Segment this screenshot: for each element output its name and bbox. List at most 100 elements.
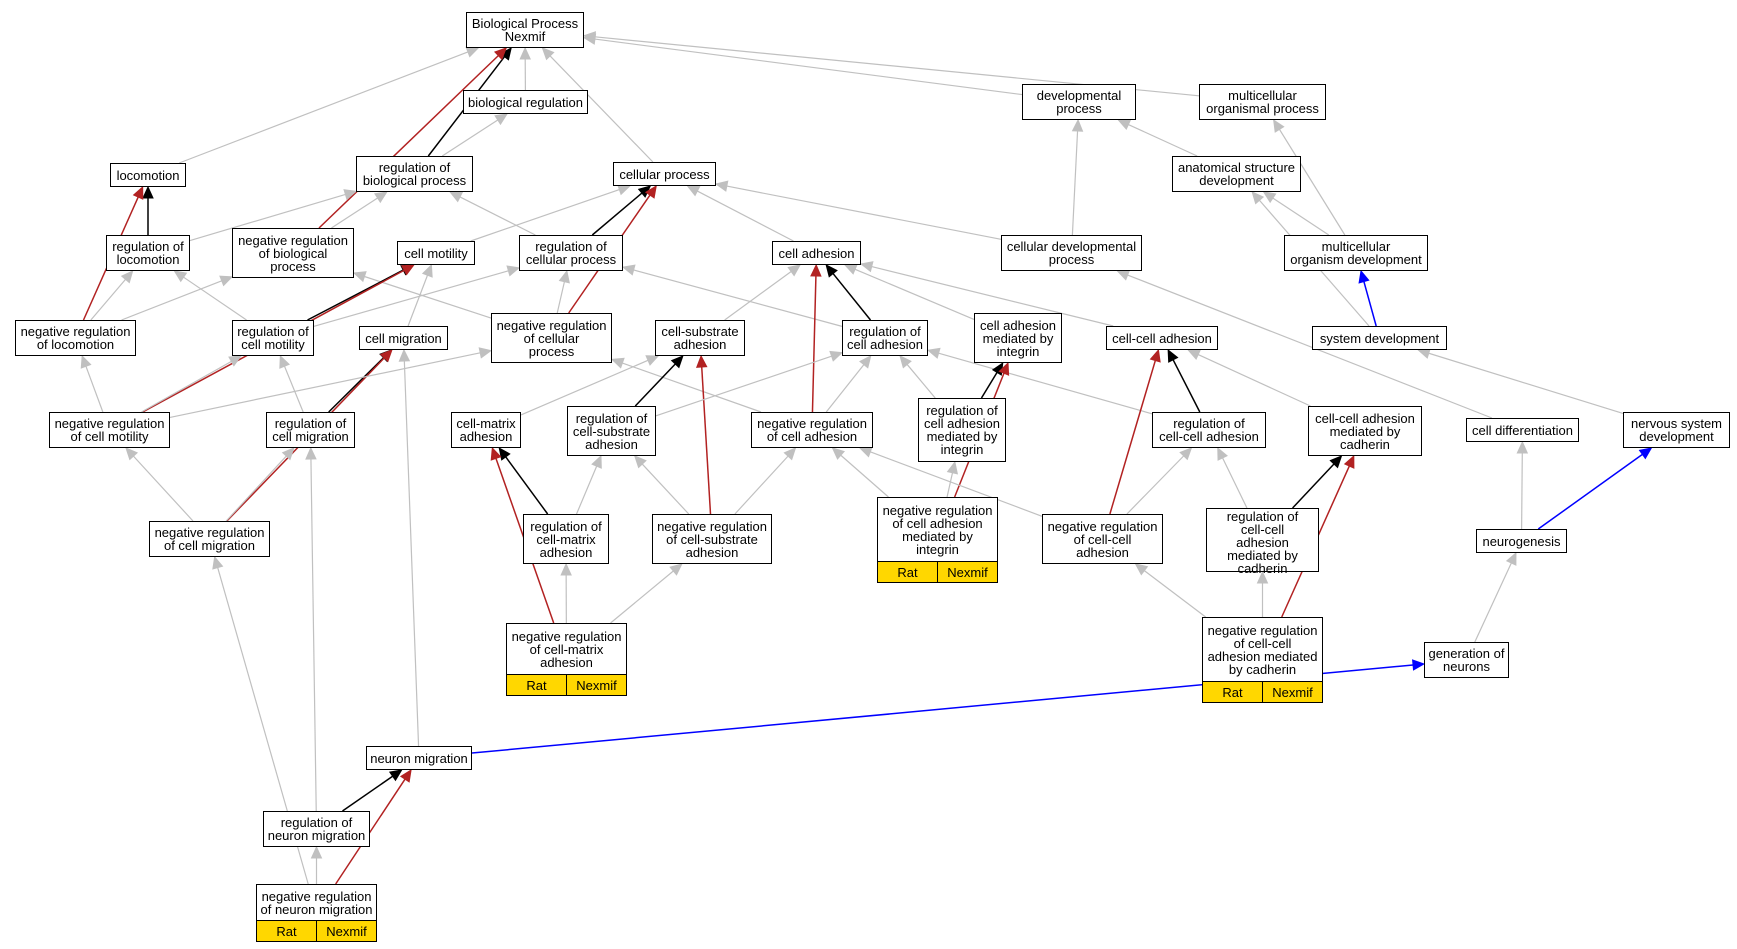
edge-line [520, 359, 649, 416]
edge-line [407, 275, 429, 327]
gene-cell[interactable]: Nexmif [316, 921, 376, 941]
edge-line [169, 352, 481, 418]
edge-line [633, 269, 843, 327]
edge-arrowhead [379, 349, 393, 363]
edge-locomotion-to-bp [178, 46, 480, 164]
edge-arrowhead [787, 264, 802, 277]
edge-line [1126, 455, 1185, 515]
edge-regcelladh-to-regcellproc [621, 264, 843, 327]
node-cell-differentiation[interactable]: cell differentiation [1466, 418, 1579, 442]
node-regulation-of-cell-substrate-adhesion[interactable]: regulation of cell-substrate adhesion [567, 406, 656, 456]
edge-arrowhead [843, 264, 858, 275]
node-negative-regulation-of-locomotion[interactable]: negative regulation of locomotion [15, 320, 136, 356]
node-label: cellular developmental process [1006, 239, 1137, 267]
node-system-development[interactable]: system development [1312, 326, 1447, 350]
node-negative-regulation-of-cell-motility[interactable]: negative regulation of cell motility [49, 412, 170, 448]
node-negative-regulation-of-cell-cell-adhesion[interactable]: negative regulation of cell-cell adhesio… [1042, 514, 1163, 564]
node-label: regulation of cell-cell adhesion [1159, 416, 1259, 444]
node-regulation-of-biological-process[interactable]: regulation of biological process [356, 156, 473, 192]
node-neuron-migration[interactable]: neuron migration [366, 746, 472, 770]
edge-line [90, 278, 126, 321]
edge-nervdev-to-sysdev [1417, 347, 1624, 415]
annotation-row: Rat Nexmif [507, 674, 626, 695]
node-cell-matrix-adhesion[interactable]: cell-matrix adhesion [451, 412, 521, 448]
node-negative-regulation-of-cell-substrate-adhesion[interactable]: negative regulation of cell-substrate ad… [652, 514, 772, 564]
node-regulation-of-cell-matrix-adhesion[interactable]: regulation of cell-matrix adhesion [523, 514, 609, 564]
node-regulation-of-cell-motility[interactable]: regulation of cell motility [232, 320, 314, 356]
edge-negregcellcelladh-to-negregcelladh [858, 446, 1043, 517]
node-multicellular-organismal-process[interactable]: multicellular organismal process [1199, 84, 1326, 120]
edge-arrowhead [132, 185, 144, 200]
edge-arrowhead [558, 269, 570, 284]
edge-line [726, 185, 1002, 240]
edge-line [591, 192, 643, 236]
node-regulation-of-cell-cell-adhesion-mediated-by-cadherin[interactable]: regulation of cell-cell adhesion mediate… [1206, 508, 1319, 575]
node-label: negative regulation of cell adhesion med… [882, 502, 993, 557]
node-negative-regulation-of-cell-migration[interactable]: negative regulation of cell migration [149, 521, 270, 557]
node-developmental-process[interactable]: developmental process [1022, 84, 1136, 120]
edge-neurogenesis-to-celldiff [1516, 440, 1529, 530]
node-regulation-of-cell-migration[interactable]: regulation of cell migration [266, 412, 355, 448]
node-cellular-process[interactable]: cellular process [613, 162, 716, 186]
node-regulation-of-cell-adhesion-mediated-by-integrin[interactable]: regulation of cell adhesion mediated by … [918, 398, 1006, 462]
species-cell[interactable]: Rat [897, 564, 918, 580]
species-cell[interactable]: Rat [1222, 684, 1243, 700]
node-multicellular-organism-development[interactable]: multicellular organism development [1284, 235, 1428, 271]
node-negative-regulation-of-biological-process[interactable]: negative regulation of biological proces… [232, 228, 354, 278]
node-negative-regulation-of-cell-cell-adhesion-mediated-by-cadherin[interactable]: negative regulation of cell-cell adhesio… [1202, 617, 1323, 703]
node-regulation-of-cellular-process[interactable]: regulation of cellular process [519, 235, 623, 271]
node-regulation-of-neuron-migration[interactable]: regulation of neuron migration [263, 811, 370, 847]
node-cell-cell-adhesion-mediated-by-cadherin[interactable]: cell-cell adhesion mediated by cadherin [1308, 406, 1422, 456]
edge-arrowhead [1516, 440, 1529, 454]
node-regulation-of-cell-cell-adhesion[interactable]: regulation of cell-cell adhesion [1152, 412, 1266, 448]
node-cell-migration[interactable]: cell migration [359, 326, 448, 350]
edge-line [870, 451, 1043, 517]
node-neurogenesis[interactable]: neurogenesis [1476, 529, 1567, 553]
node-cell-adhesion[interactable]: cell adhesion [772, 241, 861, 265]
node-cell-cell-adhesion[interactable]: cell-cell adhesion [1106, 326, 1218, 350]
gene-cell[interactable]: Nexmif [937, 562, 997, 582]
node-negative-regulation-of-cellular-process[interactable]: negative regulation of cellular process [491, 313, 612, 363]
edge-negregadhintegrin-to-regadhintegrin [946, 460, 959, 498]
node-negative-regulation-of-cell-matrix-adhesion[interactable]: negative regulation of cell-matrix adhes… [506, 623, 627, 696]
edge-negregcellsubadh-to-cellsubadh [695, 354, 712, 515]
species-cell[interactable]: Rat [526, 677, 547, 693]
edge-line [1128, 124, 1198, 157]
node-locomotion[interactable]: locomotion [110, 163, 186, 187]
edge-line [313, 270, 509, 327]
edge-arrowhead [1638, 447, 1653, 460]
node-nervous-system-development[interactable]: nervous system development [1623, 412, 1730, 448]
node-label: cellular process [619, 166, 710, 182]
node-anatomical-structure-development[interactable]: anatomical structure development [1172, 156, 1301, 192]
node-cell-adhesion-mediated-by-integrin[interactable]: cell adhesion mediated by integrin [974, 313, 1062, 363]
edge-line [1109, 360, 1157, 515]
species-cell[interactable]: Rat [276, 923, 297, 939]
node-label: cell migration [365, 330, 442, 346]
node-cell-motility[interactable]: cell motility [397, 241, 475, 265]
node-cellular-developmental-process[interactable]: cellular developmental process [1001, 235, 1142, 271]
edge-arrowhead [560, 562, 572, 576]
node-biological-regulation[interactable]: biological regulation [463, 90, 588, 114]
node-generation-of-neurons[interactable]: generation of neurons [1424, 642, 1509, 678]
node-negative-regulation-of-cell-adhesion[interactable]: negative regulation of cell adhesion [751, 412, 873, 448]
gene-cell[interactable]: Nexmif [566, 675, 626, 695]
node-cell-substrate-adhesion[interactable]: cell-substrate adhesion [655, 320, 745, 356]
edge-line [335, 778, 406, 885]
edge-arrowhead [465, 46, 480, 58]
node-negative-regulation-of-cell-adhesion-mediated-by-integrin[interactable]: negative regulation of cell adhesion med… [877, 497, 998, 583]
edge-arrowhead [490, 446, 502, 461]
edge-line [700, 366, 712, 515]
gene-cell[interactable]: Nexmif [1262, 682, 1322, 702]
edge-arrowhead [714, 180, 729, 192]
edge-arrowhead [494, 113, 509, 126]
node-biological-process[interactable]: Biological Process Nexmif [466, 12, 584, 48]
edge-negregcellmotility-to-regcellmotility [141, 355, 243, 413]
node-regulation-of-locomotion[interactable]: regulation of locomotion [106, 235, 190, 271]
edge-line [610, 570, 674, 624]
node-regulation-of-cell-adhesion[interactable]: regulation of cell adhesion [842, 320, 928, 356]
node-label: developmental process [1036, 88, 1122, 116]
edge-line [1474, 562, 1512, 643]
edge-line [225, 455, 287, 522]
